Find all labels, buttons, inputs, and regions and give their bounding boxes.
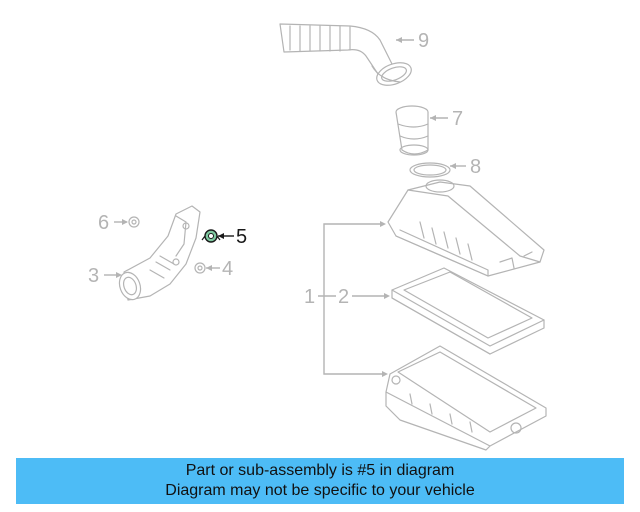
arrowhead-2: [384, 293, 390, 299]
banner-line-1: Part or sub-assembly is #5 in diagram: [185, 462, 455, 479]
callout-9[interactable]: 9: [418, 30, 429, 52]
callout-1[interactable]: 1: [304, 286, 315, 308]
banner-line-2: Diagram may not be specific to your vehi…: [165, 482, 475, 499]
info-banner: Part or sub-assembly is #5 in diagram Di…: [16, 458, 624, 504]
part-6-clip[interactable]: [128, 216, 140, 228]
arrowhead-6: [122, 219, 128, 225]
callout-4[interactable]: 4: [222, 258, 233, 280]
part-5-clip-highlighted[interactable]: [201, 229, 221, 243]
part-2-air-filter[interactable]: [391, 267, 545, 355]
callout-1-bracket: [318, 221, 388, 377]
part-3-inlet-resonator[interactable]: [116, 205, 201, 303]
arrowhead-9: [396, 37, 402, 43]
part-4-grommet[interactable]: [194, 262, 206, 274]
callout-2[interactable]: 2: [338, 286, 349, 308]
part-7-coupler[interactable]: [395, 105, 429, 156]
callout-7[interactable]: 7: [452, 108, 463, 130]
arrowhead-7: [430, 115, 436, 121]
callout-6[interactable]: 6: [98, 212, 109, 234]
part-8-o-ring[interactable]: [409, 162, 451, 178]
callout-8[interactable]: 8: [470, 156, 481, 178]
arrowhead-3: [116, 272, 122, 278]
part-1-airbox-cover[interactable]: [387, 179, 545, 277]
arrowhead-5: [218, 233, 224, 239]
parts-diagram: 9 7 8: [88, 23, 547, 451]
callout-3[interactable]: 3: [88, 265, 99, 287]
arrowhead-8: [450, 163, 456, 169]
part-9-intake-duct[interactable]: [279, 23, 414, 90]
callout-5[interactable]: 5: [236, 226, 247, 248]
part-1-airbox-housing[interactable]: [385, 345, 547, 451]
arrowhead-4: [206, 265, 212, 271]
